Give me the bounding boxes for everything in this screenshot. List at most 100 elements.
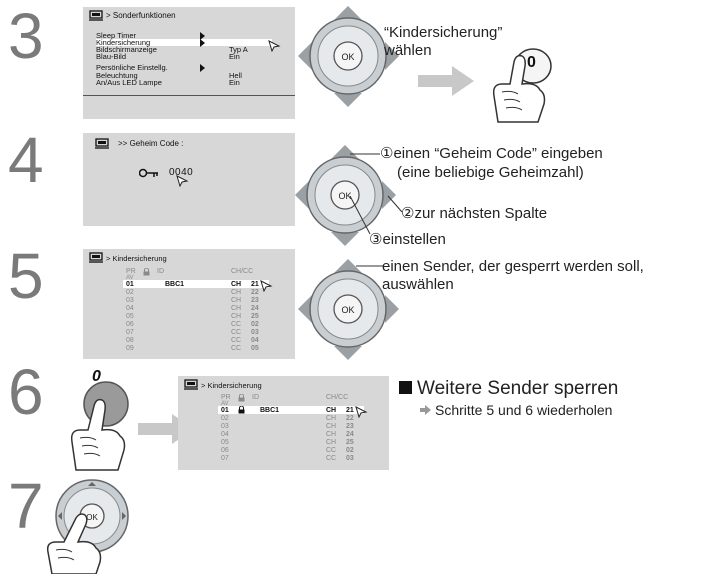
step-number-7: 7 [8,470,44,542]
channel-num: 02 [346,447,354,454]
submenu-arrow-icon [200,64,205,72]
menu-item-label: An/Aus LED Lampe [96,78,162,87]
channel-pr: 08 [126,337,134,344]
channel-pr: 01 [221,407,229,414]
channel-type: CC [231,329,242,336]
channel-type: CH [231,281,242,288]
submenu-arrow-icon [200,32,205,40]
channel-id: BBC1 [260,407,280,414]
col-ch: CH/CC [231,268,254,275]
channel-num: 03 [251,329,259,336]
screen-title: > Kindersicherung [106,254,167,263]
channel-type: CC [326,447,337,454]
channel-num: 21 [251,281,259,288]
subtext-wiederholen: Schritte 5 und 6 wiederholen [435,402,613,418]
ok-label: OK [86,513,98,522]
screen-title: > Sonderfunktionen [106,11,176,20]
menu-item-value: Typ A [229,45,248,54]
row-highlight [123,280,269,288]
callout-line [356,265,384,267]
channel-id: BBC1 [165,281,185,288]
col-ch: CH/CC [326,394,349,401]
menu-item-value: Hell [229,71,242,80]
menu-item-label: Sleep Timer [96,31,137,40]
lock-icon [238,394,245,402]
dpad-ok-icon: OK [298,259,399,360]
menu-item-label: Kindersicherung [96,38,151,47]
col-pr: PR [126,268,136,275]
channel-pr: 06 [221,447,229,454]
col-av: AV [221,401,229,407]
instruction-geheimzahl: (eine beliebige Geheimzahl) [397,164,584,181]
menu-item-label: Bildschirmanzeige [96,45,157,54]
menu-highlight [96,39,272,46]
step-number-4: 4 [8,124,44,196]
step-number-5: 5 [8,240,44,312]
channel-pr: 07 [221,455,229,462]
cursor-icon [355,406,368,418]
lock-icon [143,268,150,276]
instruction-waehlen: wählen [384,42,432,59]
pointing-hand-icon [70,381,129,471]
tv-menu-icon [89,252,103,263]
channel-pr: 04 [126,305,134,312]
channel-pr: 01 [126,281,134,288]
channel-type: CC [231,337,242,344]
instruction-naechste-spalte: ②zur nächsten Spalte [401,205,548,222]
channel-pr: 03 [126,297,134,304]
channel-pr: 09 [126,345,134,352]
screen-title: >> Geheim Code : [118,139,184,148]
lock-icon [238,406,245,414]
channel-num: 21 [346,407,354,414]
channel-num: 22 [346,415,354,422]
channel-type: CH [231,313,242,320]
tv-menu-icon [89,10,103,21]
channel-num: 24 [346,431,354,438]
menu-item-value: Ein [229,52,240,61]
menu-item-label: Persönliche Einstellg. [96,63,168,72]
channel-type: CC [326,455,337,462]
arrow-bullet-icon [420,405,431,415]
col-av: AV [126,275,134,281]
channel-num: 04 [251,337,259,344]
menu-screen-geheim-code: >> Geheim Code : 0040 [83,133,295,226]
channel-pr: 04 [221,431,229,438]
key-icon [139,168,158,178]
channel-num: 03 [346,455,354,462]
ok-label: OK [338,191,351,201]
channel-num: 23 [251,297,259,304]
row-highlight [218,406,364,414]
channel-type: CH [326,415,337,422]
callout-lines [349,153,403,235]
channel-type: CH [326,439,337,446]
channel-pr: 05 [221,439,229,446]
instruction-kindersicherung: “Kindersicherung” [384,24,503,41]
channel-num: 05 [251,345,259,352]
channel-num: 22 [251,289,259,296]
submenu-arrow-icon [200,39,205,47]
pointing-hand-icon [46,513,102,574]
instruction-geheim-code: ①einen “Geheim Code” eingeben [380,145,603,162]
channel-num: 25 [346,439,354,446]
step-number-3: 3 [8,0,44,72]
instruction-auswaehlen: auswählen [382,276,454,293]
channel-type: CH [231,297,242,304]
col-id: ID [157,268,164,275]
channel-pr: 03 [221,423,229,430]
instruction-einstellen: ③einstellen [369,231,446,248]
col-id: ID [252,394,259,401]
channel-type: CC [231,321,242,328]
channel-pr: 06 [126,321,134,328]
heading-weitere-sender: Weitere Sender sperren [417,378,619,399]
channel-type: CC [231,345,242,352]
instruction-sender-gesperrt: einen Sender, der gesperrt werden soll, [382,258,644,275]
channel-num: 24 [251,305,259,312]
heading-square-icon [399,381,412,394]
menu-item-value: Ein [229,78,240,87]
zero-button-digit: 0 [527,54,536,71]
channel-type: CH [231,289,242,296]
menu-item-label: Beleuchtung [96,71,138,80]
pointing-hand-icon [492,48,552,123]
